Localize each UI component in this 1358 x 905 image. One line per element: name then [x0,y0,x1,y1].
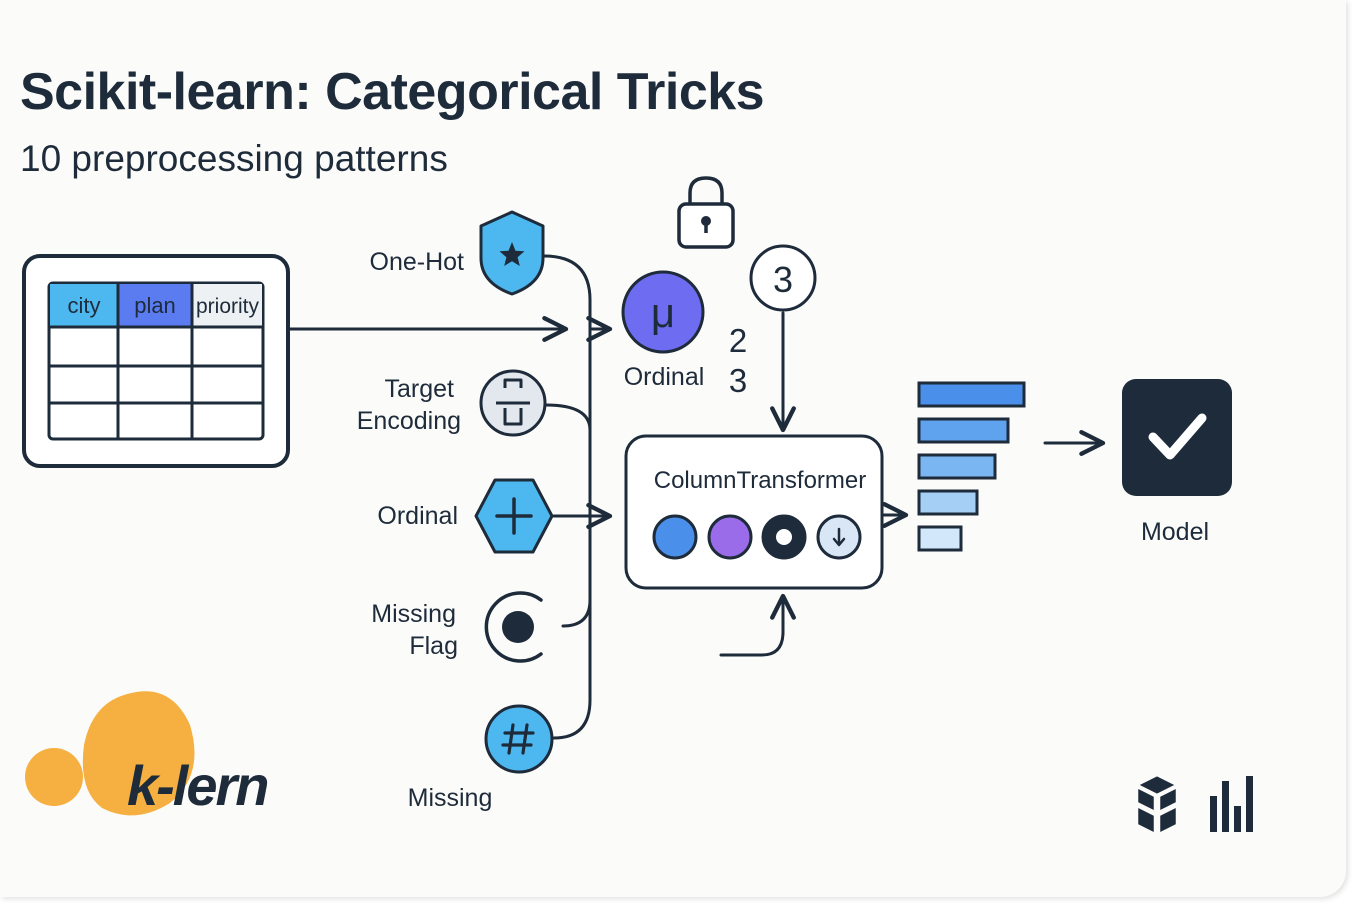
plus-hexagon-icon [474,478,554,554]
table-header-priority: priority [196,295,260,318]
table-header-plan: plan [134,293,176,318]
table-header-city-cell [50,284,118,326]
output-bar [917,381,1026,408]
transformer-dot-purple [707,514,753,560]
missing-flag-label-line2: Flag [409,632,458,660]
one-hot-label: One-Hot [370,248,465,276]
target-dot-icon [484,591,543,663]
transformer-dot-blue [652,514,698,560]
table-header-city: city [68,293,101,318]
logo-text: k-lern [127,754,268,817]
missing-flag-branch-line [561,598,592,628]
target-encoding-label-line2: Encoding [357,407,461,435]
ordinal-value-3: 3 [729,362,747,399]
hash-icon [484,704,554,774]
ordinal-node: μ [621,270,705,354]
split-icon [479,369,547,437]
page-subtitle: 10 preprocessing patterns [20,138,448,179]
column-transformer-box: ColumnTransformer [624,434,884,590]
lock-icon [677,176,735,249]
ordinal-value-2: 2 [729,322,747,359]
feedback-arrow [719,593,796,657]
logo-blob-large [82,691,195,816]
checkmark-icon [1148,413,1207,460]
output-bar [917,525,963,552]
table-header-plan-cell [118,284,192,326]
logo-blob-small [25,748,83,806]
mu-symbol: μ [651,289,675,336]
k-lern-logo: k-lern [25,691,270,817]
data-table: city plan priority [22,254,290,468]
output-bar [917,453,997,480]
table-header-priority-cell [192,284,262,326]
cube-stack-icon [1135,773,1179,836]
step-badge: 3 [749,244,817,312]
output-bar [917,417,1010,444]
bar-chart-icon [1210,776,1253,832]
missing-label: Missing [408,784,493,812]
ordinal-node-label: Ordinal [624,363,705,391]
model-node [1122,379,1232,496]
ordinal-encoder-label: Ordinal [377,502,458,530]
connectors [288,254,1106,740]
shield-star-icon [479,210,545,296]
column-transformer-label: ColumnTransformer [654,467,867,494]
output-bar [917,489,979,516]
target-encoding-label-line1: Target [385,375,455,403]
page-title: Scikit-learn: Categorical Tricks [20,63,765,121]
step-badge-number: 3 [773,259,793,300]
missing-flag-label-line1: Missing [371,600,456,628]
model-label: Model [1141,518,1209,546]
ring-hole [776,529,792,545]
encoder-bus-line [542,254,592,740]
output-feature-bars [917,381,1026,552]
target-branch-line [544,403,592,432]
